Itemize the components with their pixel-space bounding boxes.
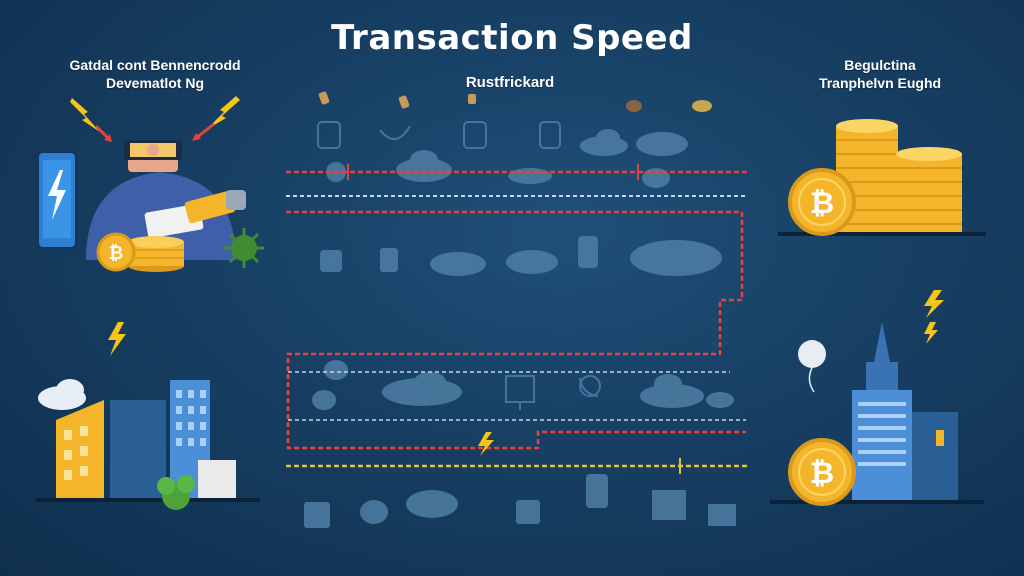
- outline-icons-row-1: [317, 121, 561, 149]
- top-left-label-line-2: Devematlot Ng: [105, 75, 205, 91]
- cloud-icon: [640, 374, 734, 408]
- pin-icons: [318, 91, 712, 112]
- red-route-path: [286, 210, 746, 450]
- svg-text:₿: ₿: [810, 456, 834, 491]
- yellow-route-line: [286, 458, 748, 474]
- tree-icon: [304, 474, 736, 528]
- svg-text:₿: ₿: [810, 186, 834, 221]
- route-lines: [286, 164, 748, 474]
- top-right-scene: ₿: [778, 119, 986, 236]
- lightning-bolt-icon: [70, 96, 240, 132]
- top-left-label-line-1: Gatdal cont Bennencrodd: [69, 57, 241, 73]
- smartphone-icon: [37, 151, 77, 249]
- plant-icon: [157, 475, 195, 510]
- coin-stack-icon: [896, 147, 962, 232]
- bitcoin-coin-icon: ₿: [788, 438, 856, 506]
- center-faded-icon-grid: [304, 91, 736, 528]
- top-right-label: Begulctina Tranphelvn Eughd: [770, 56, 990, 92]
- top-right-label-line-2: Tranphelvn Eughd: [818, 75, 942, 91]
- tree-icon: [326, 150, 670, 188]
- lightning-bolt-icon: [478, 432, 494, 456]
- green-virus-icon: [224, 228, 264, 268]
- credit-card-icon: [144, 190, 246, 239]
- cloud-icon: [38, 379, 86, 410]
- bottom-right-scene: ₿: [770, 290, 984, 506]
- top-right-label-line-1: Begulctina: [844, 57, 916, 73]
- bottom-left-scene: [36, 322, 260, 510]
- top-center-label: Rustfrickard: [465, 74, 555, 91]
- top-left-scene: ₿: [37, 96, 264, 272]
- bitcoin-coin-icon: ₿: [788, 168, 856, 236]
- lightning-bolt-icon: [108, 322, 126, 356]
- cloud-icon: [580, 129, 688, 156]
- coin-stack-icon: [128, 236, 184, 272]
- top-left-label: Gatdal cont Bennencrodd Devematlot Ng: [40, 56, 270, 92]
- bitcoin-coin-icon: ₿: [96, 232, 136, 272]
- svg-text:₿: ₿: [109, 243, 124, 264]
- chart-icon: [312, 360, 462, 410]
- red-route-line-1: [286, 164, 748, 180]
- monitor-icon: [505, 375, 535, 410]
- phone-icon: [579, 375, 601, 397]
- page-title: Transaction Speed: [331, 18, 693, 58]
- arrow-icon: [94, 122, 215, 142]
- cloud-icon: [320, 236, 722, 276]
- lightning-bolt-icon: [924, 290, 944, 344]
- balloon-icon: [798, 340, 826, 393]
- building-icon: [852, 322, 958, 500]
